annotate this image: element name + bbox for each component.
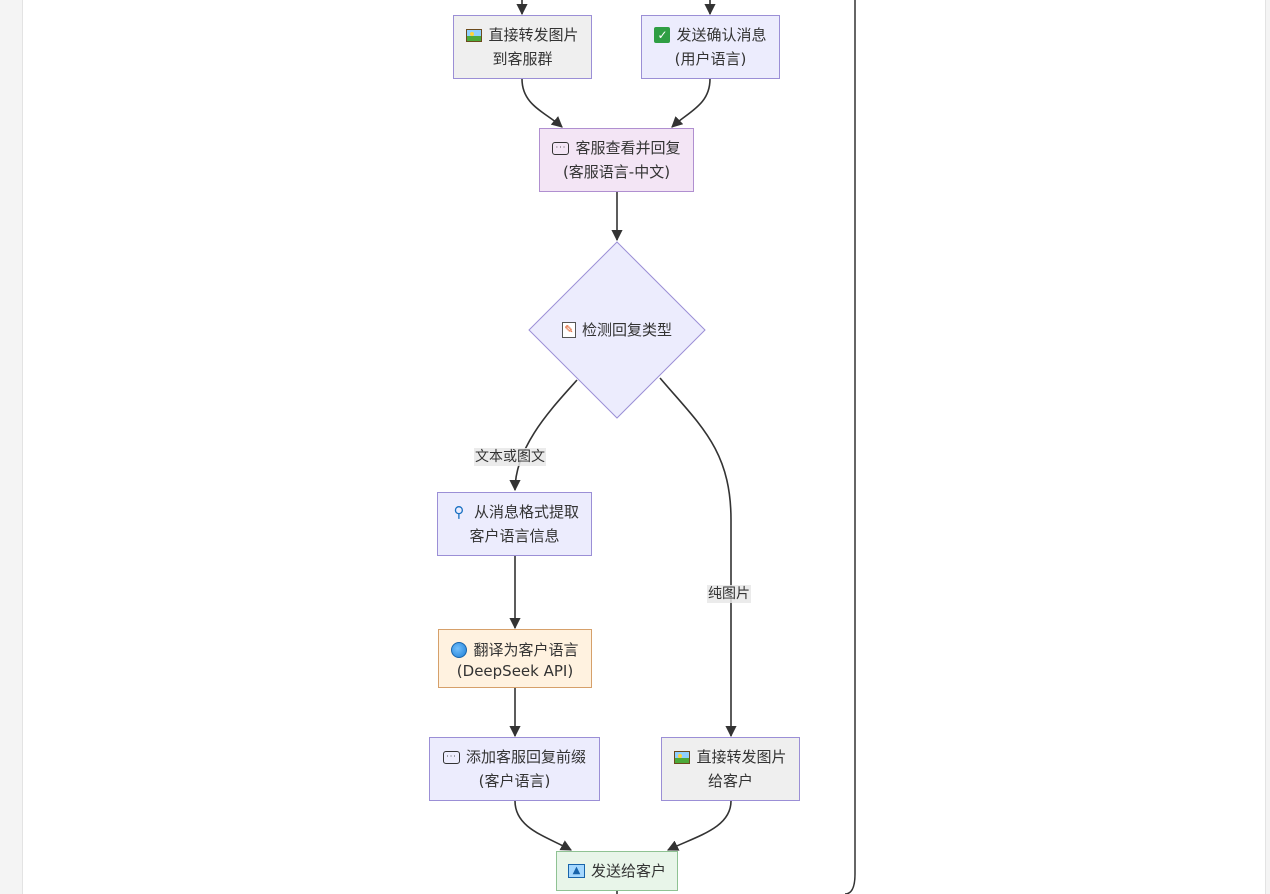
framed-picture-icon [674,750,691,764]
edge-confirm-to-agent [671,78,711,128]
node-sublabel: (客服语言-中文) [562,163,671,181]
magnifier-icon: ⚲ [453,503,465,521]
node-label: 从消息格式提取 [473,503,579,521]
node-label: 直接转发图片 [696,748,787,766]
node-sublabel: 客户语言信息 [469,527,560,545]
check-mark-icon: ✓ [654,27,671,43]
node-label: 直接转发图片 [488,26,579,44]
edge-forward-to-agent [521,78,563,128]
node-label: 检测回复类型 [581,321,672,339]
node-sublabel: 给客户 [707,772,753,790]
speech-bubble-icon: ··· [442,750,460,764]
node-label: 发送给客户 [590,862,666,880]
node-add-prefix: ··· 添加客服回复前缀 (客户语言) [429,737,600,801]
edge-label-image-only: 纯图片 [707,585,751,603]
speech-bubble-icon: ··· [552,141,570,155]
framed-picture-icon [466,28,483,42]
node-extract-language: ⚲ 从消息格式提取 客户语言信息 [437,492,592,556]
edge-detect-to-extract [509,379,578,492]
decision-diamond [528,241,706,419]
node-translate: 翻译为客户语言 (DeepSeek API) [438,629,592,688]
edge-detect-to-forward-customer [659,377,737,738]
node-label: 添加客服回复前缀 [465,748,586,766]
node-label: 翻译为客户语言 [473,640,579,659]
node-sublabel: (DeepSeek API) [456,661,574,680]
edge-prefix-to-send [514,800,572,851]
node-agent-reply: ··· 客服查看并回复 (客服语言-中文) [539,128,694,192]
node-send-confirmation: ✓ 发送确认消息 (用户语言) [641,15,780,79]
outbox-tray-icon: ▲ [567,864,585,878]
node-forward-image-to-customer: 直接转发图片 给客户 [661,737,800,801]
node-detect-reply-type: ✎ 检测回复类型 [540,318,694,342]
node-label: 客服查看并回复 [575,139,681,157]
node-label: 发送确认消息 [676,26,767,44]
node-send-to-customer: ▲ 发送给客户 [556,851,678,891]
globe-icon [451,641,468,658]
node-forward-image-to-group: 直接转发图片 到客服群 [453,15,592,79]
edge-label-text-or-mixed: 文本或图文 [474,448,546,466]
edge-forward-customer-to-send [666,800,732,851]
node-sublabel: (用户语言) [674,50,747,68]
node-sublabel: 到客服群 [492,50,553,68]
memo-icon: ✎ [561,322,576,338]
node-sublabel: (客户语言) [478,772,551,790]
